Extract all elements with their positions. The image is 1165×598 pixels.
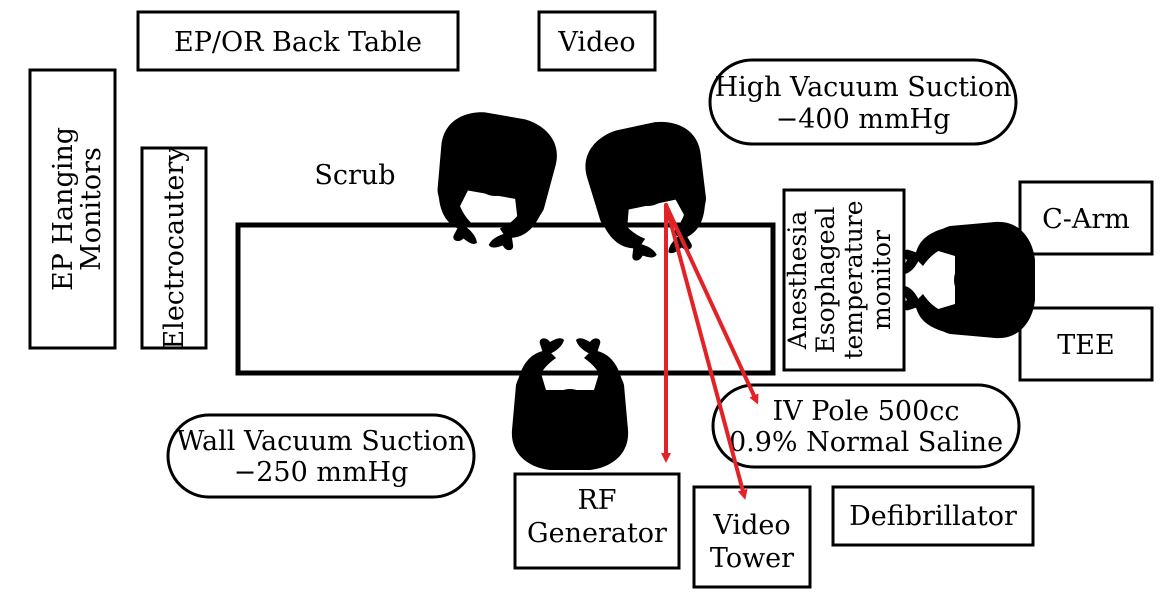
ep-monitors-label-line1: EP Hanging <box>48 127 79 291</box>
rf-label-line1: RF <box>577 485 616 516</box>
defibrillator-label: Defibrillator <box>849 501 1017 532</box>
video-tower-label-line2: Tower <box>710 543 794 574</box>
video-tower-box: Video Tower <box>692 485 812 589</box>
electrocautery-label: Electrocautery <box>159 146 190 350</box>
c-arm-box: C-Arm <box>1018 180 1154 256</box>
ep-hanging-monitors-box: EP Hanging Monitors <box>28 68 117 350</box>
c-arm-label: C-Arm <box>1042 204 1130 235</box>
video-label: Video <box>557 27 635 58</box>
rf-generator-box: RF Generator <box>513 472 681 570</box>
anesthesia-label-line3: temperature <box>839 200 868 359</box>
arrow-to-video-tower <box>664 203 748 500</box>
arrow-to-iv-pole <box>664 203 759 405</box>
anesthesia-label-line2: Esophageal <box>811 207 840 354</box>
iv-pole-label-line2: 0.9% Normal Saline <box>729 427 1003 458</box>
ep-monitors-label-line2: Monitors <box>76 147 107 271</box>
anesthesia-person <box>903 221 1035 339</box>
wall-vacuum-label-line1: Wall Vacuum Suction <box>177 426 466 457</box>
operating-table <box>235 222 776 376</box>
high-vacuum-label-line1: High Vacuum Suction <box>715 72 1012 103</box>
rf-label-line2: Generator <box>527 518 667 549</box>
anesthesia-label-line1: Anesthesia <box>783 211 812 351</box>
anesthesia-label-line4: monitor <box>867 230 896 330</box>
high-vacuum-label-line2: −400 mmHg <box>776 104 951 135</box>
defibrillator-box: Defibrillator <box>831 485 1035 547</box>
back-table-box: EP/OR Back Table <box>136 10 460 72</box>
wall-vacuum-label-line2: −250 mmHg <box>234 457 409 488</box>
tee-box: TEE <box>1018 306 1154 382</box>
scrub-label: Scrub <box>314 160 395 191</box>
electrocautery-box: Electrocautery <box>140 146 208 350</box>
iv-pole: IV Pole 500cc 0.9% Normal Saline <box>711 383 1021 469</box>
video-tower-label-line1: Video <box>712 510 790 541</box>
video-box: Video <box>537 10 657 72</box>
back-table-label: EP/OR Back Table <box>174 27 422 58</box>
iv-pole-label-line1: IV Pole 500cc <box>772 396 959 427</box>
wall-vacuum-suction: Wall Vacuum Suction −250 mmHg <box>166 413 476 499</box>
tee-label: TEE <box>1057 330 1114 361</box>
high-vacuum-suction: High Vacuum Suction −400 mmHg <box>708 58 1018 146</box>
anesthesia-box: Anesthesia Esophageal temperature monito… <box>782 188 906 372</box>
